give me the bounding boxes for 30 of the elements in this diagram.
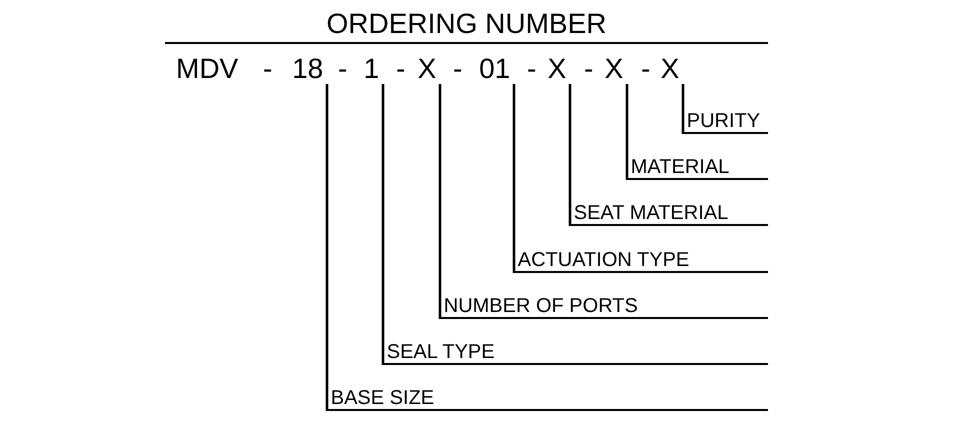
underlined-label: SEAT MATERIAL [568, 202, 768, 226]
leader-line [626, 84, 628, 180]
leader-line [682, 84, 684, 134]
code-value: X [548, 54, 572, 84]
separator-dash: - [396, 54, 406, 84]
leader-line [382, 84, 384, 365]
separator-dash: - [641, 54, 650, 84]
underlined-label: NUMBER OF PORTS [438, 294, 768, 319]
separator-dash: - [527, 54, 536, 84]
underlined-label: BASE SIZE [326, 386, 768, 411]
code-value: X [604, 54, 628, 84]
underlined-label: PURITY [682, 110, 768, 134]
leader-line [568, 84, 572, 226]
underlined-label: MATERIAL [626, 156, 768, 180]
heading: ORDERING NUMBER [326, 8, 606, 40]
code-value: X [418, 54, 442, 84]
leader-line [512, 84, 516, 273]
code-value: 01 [479, 54, 516, 84]
separator-dash: - [338, 54, 348, 84]
separator-dash: - [263, 54, 272, 84]
underlined-label: ACTUATION TYPE [512, 248, 768, 273]
leader-line [326, 84, 328, 411]
code-value: 18 [292, 54, 328, 84]
code-prefix: MDV [176, 54, 238, 84]
separator-dash: - [453, 54, 462, 84]
leader-line [438, 84, 442, 319]
code-value: 1 [364, 54, 384, 84]
separator-dash: - [584, 54, 594, 84]
underlined-label: SEAL TYPE [382, 340, 768, 365]
code-value: X [660, 54, 684, 84]
